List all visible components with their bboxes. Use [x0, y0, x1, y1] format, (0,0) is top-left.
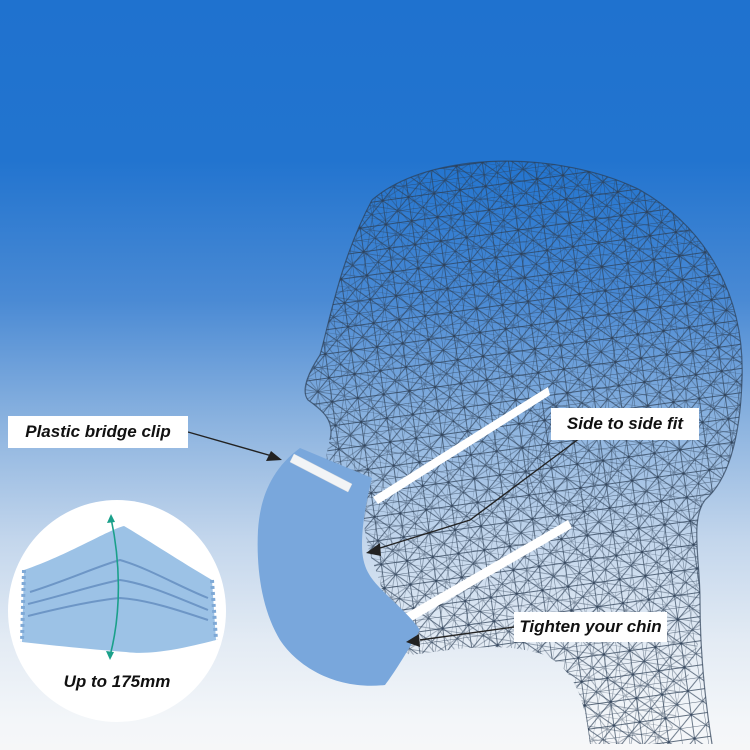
callout-text: Tighten your chin — [519, 617, 662, 636]
bridge-clip — [289, 453, 353, 493]
callout-text: Plastic bridge clip — [25, 422, 171, 441]
upper-ear-strap — [373, 387, 550, 504]
lower-ear-strap — [405, 520, 572, 622]
mask-size-inset: Up to 175mm — [8, 500, 226, 722]
callout-text: Side to side fit — [566, 414, 684, 433]
callout-tighten-chin: Tighten your chin — [514, 612, 667, 642]
callout-plastic-bridge-clip: Plastic bridge clip — [8, 416, 188, 448]
mask-size-caption: Up to 175mm — [63, 672, 171, 691]
callout-side-to-side-fit: Side to side fit — [551, 408, 699, 440]
bottom-strip — [0, 744, 750, 750]
surgical-mask-icon — [20, 514, 218, 660]
callout-arrow-icon — [187, 431, 581, 647]
